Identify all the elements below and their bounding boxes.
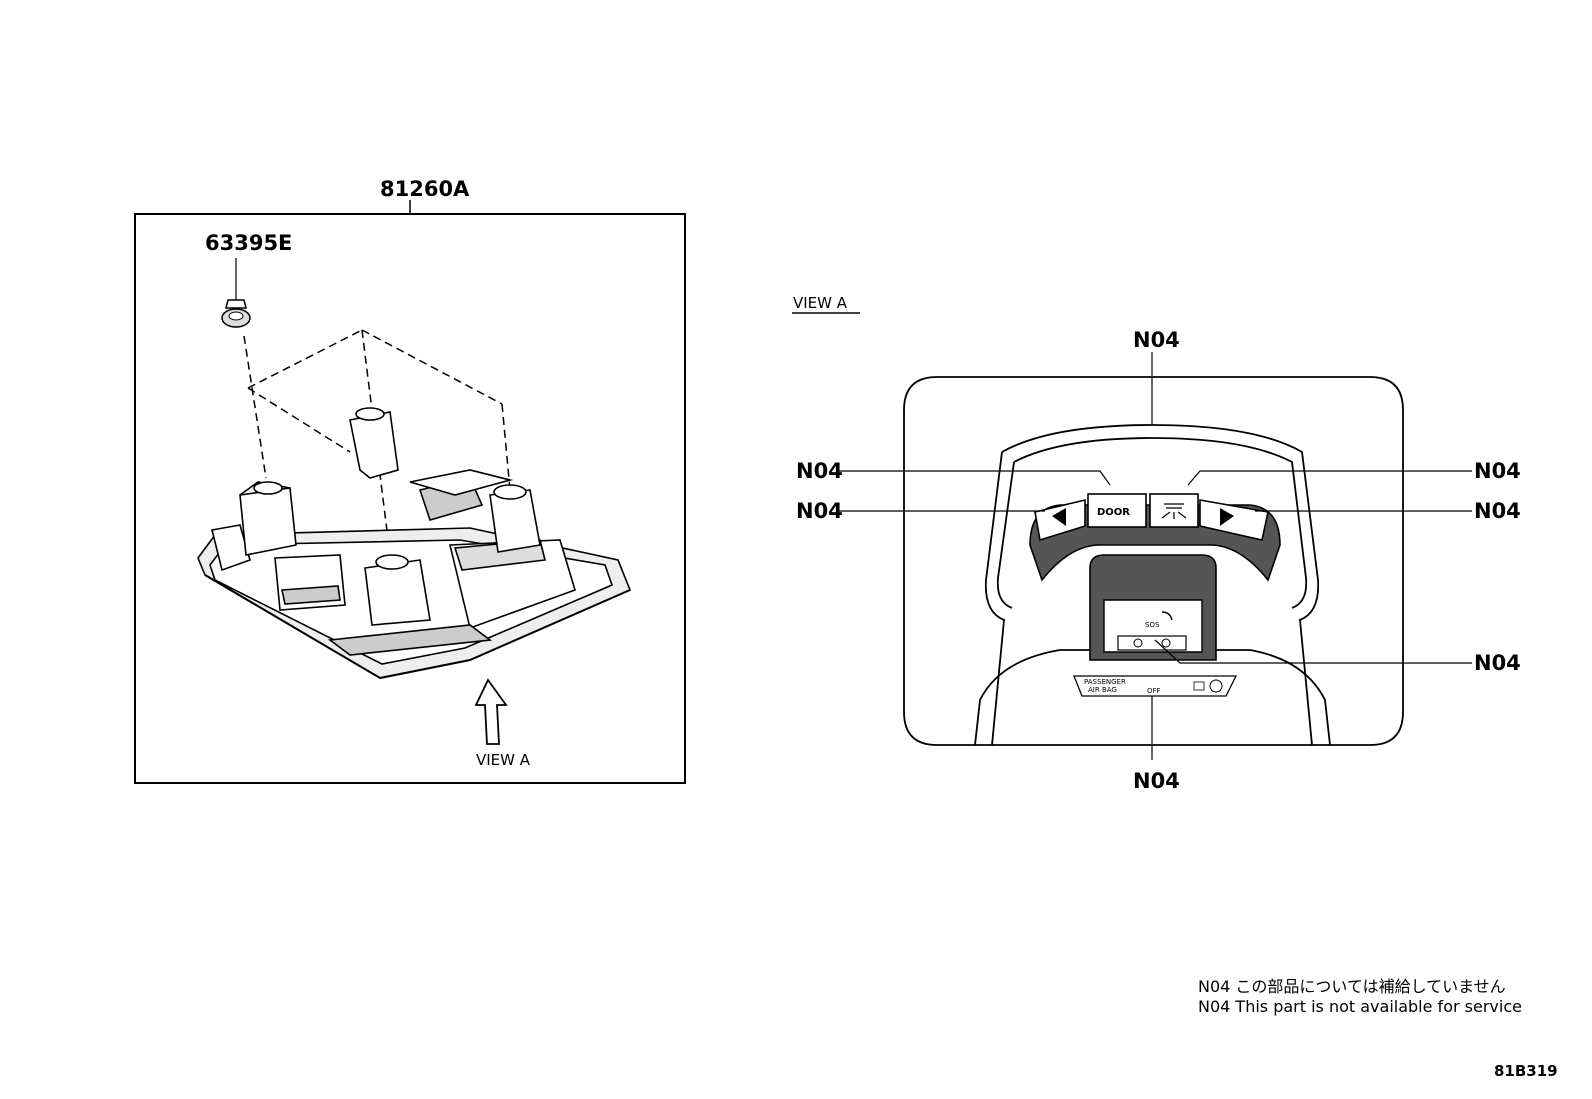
- left-panel: 81260A 63395E: [134, 177, 686, 784]
- figure-code: 81B319: [1494, 1062, 1558, 1080]
- callout-left-lower: N04: [796, 499, 843, 523]
- left-map-lamp-icon: [1052, 508, 1066, 526]
- sos-module: [1089, 554, 1217, 661]
- roof-console-housing: [197, 407, 632, 680]
- callout-bottom: N04: [1133, 769, 1180, 793]
- view-a-arrow-icon: [474, 678, 508, 745]
- console-outer-body: [903, 376, 1404, 746]
- assembly-part-label: 81260A: [380, 177, 470, 201]
- clip-part-label: 63395E: [205, 231, 292, 255]
- passenger-label-1: PASSENGER: [1084, 678, 1126, 686]
- room-lamp-icon: [1161, 503, 1187, 519]
- callout-right-lower: N04: [1474, 499, 1521, 523]
- clip-icon: [221, 299, 251, 328]
- callout-right-upper: N04: [1474, 459, 1521, 483]
- airbag-indicator-strip: [1073, 675, 1238, 697]
- callout-leaders: [836, 352, 1472, 760]
- footnote-jp: N04 この部品については補給していません: [1198, 977, 1506, 996]
- right-panel: VIEW A DOOR: [792, 294, 1521, 793]
- sos-label: SOS: [1145, 621, 1160, 629]
- callout-right-sos: N04: [1474, 651, 1521, 675]
- passenger-label-2: AIR BAG: [1088, 686, 1117, 694]
- view-a-caption: VIEW A: [476, 751, 531, 769]
- airbag-off-label: OFF: [1147, 687, 1161, 695]
- footnote-en: N04 This part is not available for servi…: [1198, 997, 1522, 1016]
- view-a-title: VIEW A: [793, 294, 848, 312]
- door-button-label: DOOR: [1097, 507, 1130, 518]
- callout-left-upper: N04: [796, 459, 843, 483]
- left-panel-frame: [134, 213, 686, 784]
- install-dash-lines: [243, 329, 511, 556]
- callout-top: N04: [1133, 328, 1180, 352]
- right-map-lamp-icon: [1220, 508, 1234, 526]
